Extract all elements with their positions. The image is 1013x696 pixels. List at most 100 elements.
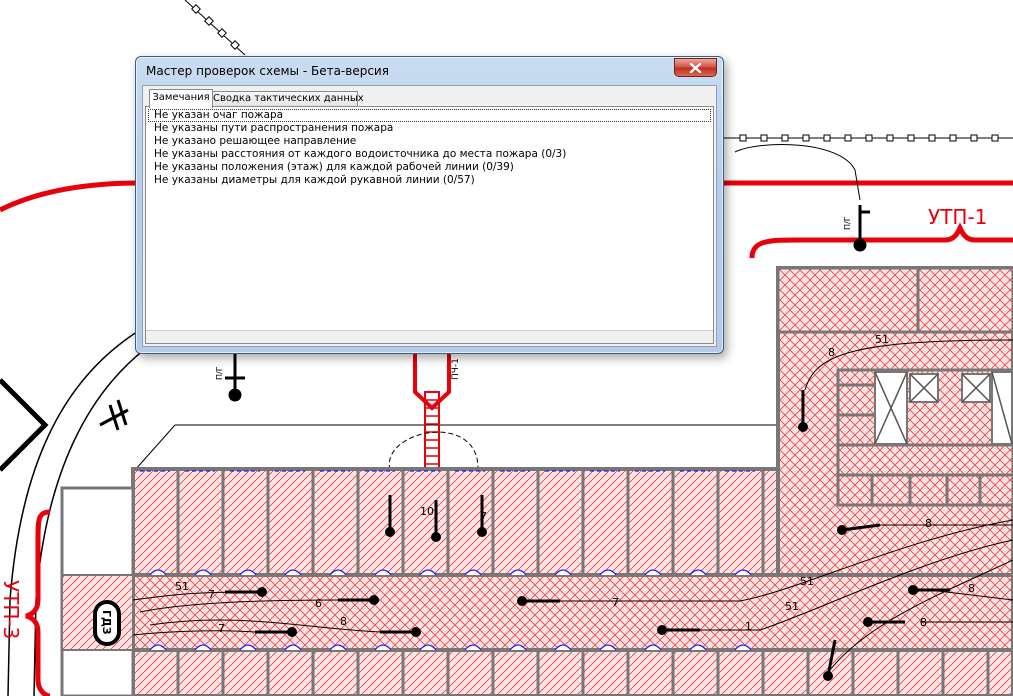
hose-line-label: 8 xyxy=(925,517,932,530)
nozzle-ball xyxy=(477,527,487,537)
horizontal-scrollbar[interactable] xyxy=(146,330,713,343)
fence-square xyxy=(844,134,852,142)
nozzle-ball xyxy=(863,617,873,627)
inner-block xyxy=(874,371,1013,445)
door-symbol xyxy=(194,569,212,576)
door-symbol xyxy=(464,644,482,651)
nozzle-ball xyxy=(657,625,667,635)
fence-square xyxy=(886,134,894,142)
pg-label-2: П/Г xyxy=(215,366,224,380)
pch-label: ПЧ-1 xyxy=(451,358,461,380)
nozzle-ball xyxy=(798,422,808,432)
fence-square xyxy=(907,134,915,142)
door-symbol xyxy=(284,569,302,576)
door-symbol xyxy=(329,644,347,651)
door-symbol xyxy=(734,644,752,651)
door-symbol xyxy=(239,644,257,651)
fence-square xyxy=(949,134,957,142)
door-symbol xyxy=(374,569,392,576)
list-item[interactable]: Не указаны расстояния от каждого водоист… xyxy=(154,148,567,160)
remarks-list-items: Не указан очаг пожара Не указаны пути ра… xyxy=(148,109,711,329)
dialog-title: Мастер проверок схемы - Бета-версия xyxy=(146,64,389,78)
door-symbol xyxy=(554,569,572,576)
door-symbol xyxy=(464,569,482,576)
hose-lines xyxy=(132,339,1013,671)
fence-square xyxy=(760,134,768,142)
pg-label: П/Г xyxy=(843,216,852,230)
ggz-marker: ГДЗ xyxy=(93,600,121,646)
door-symbol xyxy=(509,644,527,651)
list-item[interactable]: Не указан очаг пожара xyxy=(148,109,711,122)
door-symbol xyxy=(554,644,572,651)
svg-text:ГДЗ: ГДЗ xyxy=(100,610,113,635)
door-symbol xyxy=(734,569,752,576)
close-button[interactable] xyxy=(674,58,717,77)
fence-line xyxy=(184,0,1013,139)
door-symbol xyxy=(419,644,437,651)
utp3-label: УТП-3 xyxy=(0,580,23,639)
hose-curve xyxy=(734,144,861,201)
nozzle-barrel xyxy=(841,523,881,532)
schema-check-wizard-dialog[interactable]: Мастер проверок схемы - Бета-версия Заме… xyxy=(135,56,724,354)
door-symbol xyxy=(239,569,257,576)
door-symbol xyxy=(284,644,302,651)
hose-line-label: 1 xyxy=(745,620,752,633)
list-item[interactable]: Не указано решающее направление xyxy=(154,135,357,147)
hose-line-label: 7 xyxy=(480,510,487,523)
room-partitions xyxy=(140,383,1013,696)
nozzle-ball xyxy=(411,627,421,637)
nozzles xyxy=(225,390,950,681)
close-icon xyxy=(689,62,702,73)
nozzle-ball xyxy=(257,587,267,597)
door-symbol xyxy=(329,569,347,576)
door-symbol xyxy=(644,644,662,651)
hose-line-label: 51 xyxy=(800,575,814,588)
hose-line-label: 8 xyxy=(968,582,975,595)
tab-tactical-summary[interactable]: Сводка тактических данных xyxy=(212,91,364,107)
fence-squares xyxy=(739,134,999,142)
door-symbol xyxy=(194,644,212,651)
tab-remarks[interactable]: Замечания xyxy=(149,89,213,108)
door-symbol xyxy=(509,569,527,576)
list-item[interactable]: Не указаны пути распространения пожара xyxy=(154,122,394,134)
list-item[interactable]: Не указаны положения (этаж) для каждой р… xyxy=(154,161,514,173)
door-symbol xyxy=(689,569,707,576)
hose-line-label: 7 xyxy=(208,588,215,601)
nozzle-ball xyxy=(431,532,441,542)
utp-label: УТП-1 xyxy=(928,205,987,229)
hose-line-label: 8 xyxy=(920,616,927,629)
ladder-truck xyxy=(388,348,479,471)
fence-square xyxy=(802,134,810,142)
hose-line-label: 8 xyxy=(340,615,347,628)
hose-line-label: 51 xyxy=(875,333,889,346)
hose-line-label: 8 xyxy=(828,346,835,359)
nozzle-barrel xyxy=(826,639,837,677)
fence-square xyxy=(865,134,873,142)
list-item[interactable]: Не указаны диаметры для каждой рукавной … xyxy=(154,174,475,186)
hose-line-label: 51 xyxy=(785,600,799,613)
valve-icon xyxy=(99,399,129,431)
fence-square xyxy=(928,134,936,142)
nozzle-ball xyxy=(837,525,847,535)
dialog-client: Замечания Сводка тактических данных Не у… xyxy=(142,85,717,347)
dialog-titlebar[interactable]: Мастер проверок схемы - Бета-версия xyxy=(136,57,723,85)
hose-line-label: 10 xyxy=(420,505,434,518)
remarks-list[interactable]: Не указан очаг пожара Не указаны пути ра… xyxy=(145,106,714,344)
door-symbol xyxy=(149,644,167,651)
hose-line-label: 7 xyxy=(218,622,225,635)
fence-square xyxy=(781,134,789,142)
nozzle-ball xyxy=(287,627,297,637)
fire-hose-lines xyxy=(0,180,1013,696)
nozzle-ball xyxy=(823,671,833,681)
door-symbol xyxy=(599,569,617,576)
fence-square xyxy=(970,134,978,142)
door-symbol xyxy=(419,569,437,576)
fence-square xyxy=(991,134,999,142)
fence-square xyxy=(739,134,747,142)
door-symbol xyxy=(149,569,167,576)
door-symbol xyxy=(689,644,707,651)
door-symbol xyxy=(644,569,662,576)
nozzle-ball xyxy=(908,585,918,595)
